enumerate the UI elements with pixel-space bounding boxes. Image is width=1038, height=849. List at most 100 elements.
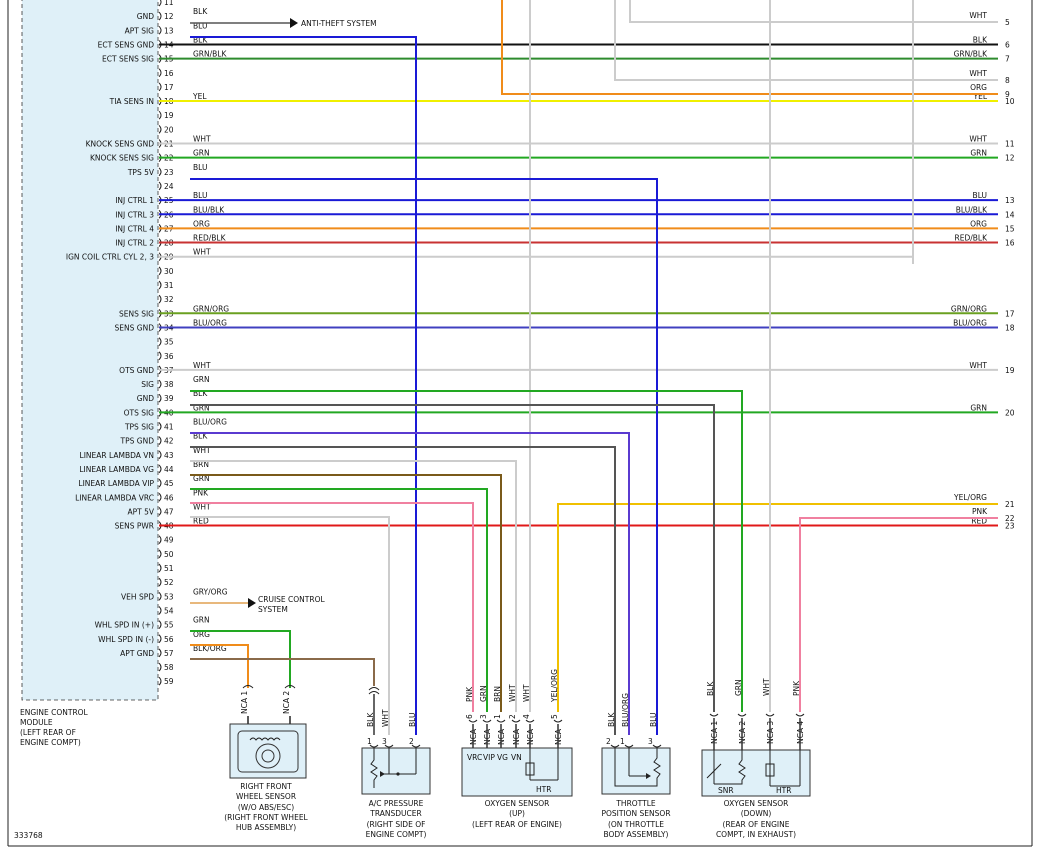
- ecm-pin-row-20: 20: [158, 124, 174, 134]
- ecm-pin-label: APT 5V: [127, 507, 154, 516]
- tps-pin-2: 2: [606, 737, 611, 746]
- ecm-caption: ENGINE CONTROL MODULE (LEFT REAR OF ENGI…: [20, 708, 89, 747]
- ac-caption-4: ENGINE COMPT): [366, 830, 427, 839]
- wheel-sensor-caption-2: WHEEL SENSOR: [236, 792, 296, 801]
- ecm-pin-number: 46: [164, 493, 174, 502]
- ecm-pin-label: INJ CTRL 3: [115, 210, 154, 219]
- o2-up-pin-5: YEL/ORG5NCA: [550, 669, 563, 748]
- ac-pressure-transducer: BLK WHT BLU 1 3 2 A/C PRESSURE TRANSDUCE…: [361, 687, 431, 839]
- o2-up-caption-2: (UP): [509, 809, 525, 818]
- offpage-number: 19: [1005, 366, 1015, 375]
- ecm-pin-label: LINEAR LAMBDA VN: [80, 451, 154, 460]
- offpage-wire-label: ORG: [970, 83, 987, 92]
- offpage-wire-label: GRN: [970, 403, 987, 412]
- o2-up-pin-4: WHT4NCA: [522, 684, 535, 748]
- wire-color-label: GRN: [193, 375, 210, 384]
- wire-color-label: WHT: [193, 361, 211, 370]
- wire-color-label: WHT: [193, 135, 211, 144]
- o2-up-term-vg: VG: [497, 753, 508, 762]
- o2-down-wire-label: PNK: [792, 680, 801, 696]
- wire-color-label: BLU: [193, 163, 207, 172]
- ecm-pin-label: APT GND: [120, 649, 154, 658]
- o2-up-wire-label: YEL/ORG: [550, 669, 559, 703]
- offpage-wire-label: ORG: [970, 219, 987, 228]
- ac-wire-wht-label: WHT: [381, 709, 390, 727]
- sensor-connector-pins: PNK6NCAGRN3NCABRN1NCAWHT2NCAWHT4NCAYEL/O…: [465, 669, 805, 750]
- wire-color-label: YEL: [192, 92, 207, 101]
- o2-up-pin-1: BRN1NCA: [493, 686, 506, 748]
- offpage-15: ORG 15: [970, 219, 1015, 233]
- wire-color-label: GRN: [193, 149, 210, 158]
- offpage-number: 13: [1005, 196, 1015, 205]
- offpage-number: 14: [1005, 210, 1015, 219]
- o2-up-pin-number: 3: [479, 714, 488, 719]
- ecm-pin-number: 41: [164, 423, 174, 432]
- offpage-wire-label: WHT: [969, 11, 987, 20]
- offpage-number: 16: [1005, 239, 1015, 248]
- offpage-number: 17: [1005, 309, 1015, 318]
- tps-caption-3: (ON THROTTLE: [608, 820, 664, 829]
- offpage-wire-label: RED/BLK: [955, 234, 989, 243]
- o2-up-htr: HTR: [536, 785, 551, 794]
- ecm-pin-number: 51: [164, 564, 174, 573]
- o2-up-pin-number: 2: [508, 714, 517, 719]
- wire-color-label: ORG: [193, 630, 210, 639]
- ecm-pin-row-30: 30: [158, 266, 174, 276]
- ecm-pin-number: 45: [164, 479, 174, 488]
- wheel-sensor-wires: [190, 630, 291, 688]
- o2-up-wire-label: PNK: [465, 686, 474, 702]
- anti-theft-label: ANTI-THEFT SYSTEM: [301, 19, 377, 28]
- oxygen-sensor-down: SNR HTR OXYGEN SENSOR (DOWN) (REAR OF EN…: [701, 749, 811, 839]
- wire-color-label: GRN: [193, 616, 210, 625]
- ecm-pin-label: SENS SIG: [119, 309, 154, 318]
- ecm-pin-number: 36: [164, 352, 174, 361]
- offpage-wire-label: WHT: [969, 69, 987, 78]
- ecm-pin-number: 24: [164, 182, 174, 191]
- o2-up-wire-label: BRN: [493, 686, 502, 702]
- ecm-pin-label: TPS GND: [120, 437, 155, 446]
- ecm-pin-label: GND: [137, 394, 154, 403]
- harness-wires: [159, 21, 998, 527]
- ecm-pin-row-54: 54: [158, 606, 174, 615]
- ecm-pin-number: 38: [164, 380, 174, 389]
- ecm-pin-label: OTS SIG: [124, 408, 155, 417]
- ac-pin-3: 3: [382, 737, 387, 746]
- ecm-pin-row-58: 58: [158, 662, 174, 672]
- ecm-pin-label: WHL SPD IN (-): [98, 635, 154, 644]
- offpage-wire-label: GRN/BLK: [954, 50, 988, 59]
- wire-color-label: BLK: [193, 432, 208, 441]
- ac-pin-1: 1: [367, 737, 372, 746]
- wire-color-label: GRN: [193, 474, 210, 483]
- o2-up-pin-3: GRN3NCA: [479, 685, 492, 748]
- ecm-pin-number: 58: [164, 663, 174, 672]
- offpage-number: 20: [1005, 408, 1015, 417]
- offpage-wire-label: BLU/BLK: [956, 205, 988, 214]
- o2-up-wire-label: WHT: [522, 684, 531, 702]
- wire-color-label: BLU/ORG: [193, 318, 227, 327]
- o2-down-pin-3: WHTNCA 3: [762, 678, 775, 750]
- wheel-sensor-caption-1: RIGHT FRONT: [240, 782, 292, 791]
- offpage-number: 15: [1005, 224, 1015, 233]
- ecm-pin-number: 11: [164, 0, 174, 7]
- ac-wire-blu-label: BLU: [408, 713, 417, 727]
- o2-down-wire-label: BLK: [706, 681, 715, 696]
- o2-up-pin-number: 6: [465, 714, 474, 719]
- offpage-14: BLU/BLK 14: [956, 205, 1015, 219]
- offpage-connectors: BLK6GRN/BLK7YEL10WHT11GRN12BLU13BLU/BLK1…: [951, 11, 1015, 531]
- cruise-control-label-2: SYSTEM: [258, 605, 288, 614]
